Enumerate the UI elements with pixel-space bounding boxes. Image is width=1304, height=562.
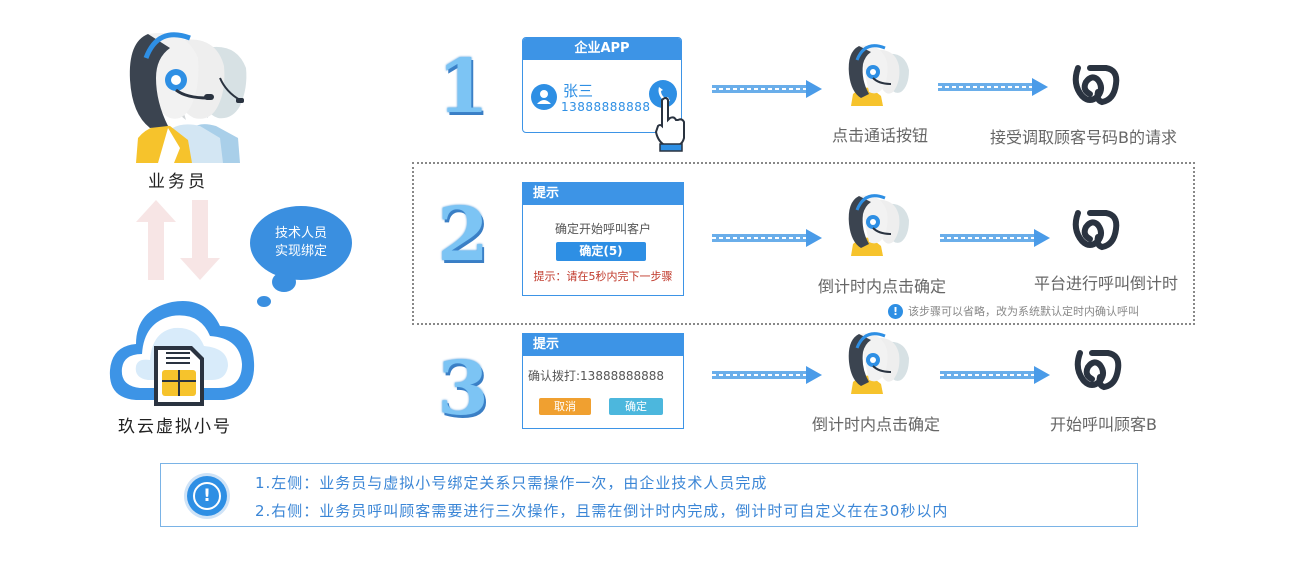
step-2-arrow-1 bbox=[712, 229, 822, 247]
step-3-arrow-2 bbox=[940, 366, 1050, 384]
info-icon: ! bbox=[888, 303, 903, 319]
step-1-card-title: 企业APP bbox=[523, 38, 681, 60]
step-2-tip: 提示：请在5秒内完下一步骤 bbox=[533, 270, 673, 283]
step-2-caption-left: 倒计时内点击确定 bbox=[818, 277, 947, 296]
step-3-message: 确认拨打:13888888888 bbox=[528, 369, 665, 383]
step-2-message: 确定开始呼叫客户 bbox=[554, 222, 651, 236]
speech-bubble: 技术人员 实现绑定 bbox=[250, 206, 352, 280]
step-2-footnote-text: 该步骤可以省略，改为系统默认定时内确认呼叫 bbox=[908, 305, 1139, 318]
step-3-platform-logo-icon bbox=[1070, 345, 1126, 397]
step-2-card: 提示 确定开始呼叫客户 确定(5) 提示：请在5秒内完下一步骤 bbox=[522, 182, 684, 296]
notice-line-2: 2.右侧：业务员呼叫顾客需要进行三次操作，且需在倒计时内完成，倒计时可自定义在在… bbox=[255, 502, 949, 520]
step-3-agent-icon bbox=[847, 330, 911, 398]
contact-phone: 13888888888 bbox=[561, 100, 651, 114]
step-1-caption-left: 点击通话按钮 bbox=[832, 126, 929, 145]
step-2-agent-icon bbox=[847, 192, 911, 260]
notice-box: ! 1.左侧：业务员与虚拟小号绑定关系只需操作一次，由企业技术人员完成 2.右侧… bbox=[160, 463, 1138, 527]
step-3-number: 3 bbox=[437, 346, 489, 432]
step-1-platform-logo-icon bbox=[1068, 60, 1124, 112]
step-2-card-title: 提示 bbox=[523, 183, 683, 205]
step-2-arrow-2 bbox=[940, 229, 1050, 247]
step-1-caption-right: 接受调取顾客号码B的请求 bbox=[990, 128, 1177, 147]
step-2-number: 2 bbox=[437, 192, 489, 278]
step-2-footnote: ! 该步骤可以省略，改为系统默认定时内确认呼叫 bbox=[888, 303, 1139, 319]
cloud-label: 玖云虚拟小号 bbox=[118, 417, 232, 437]
step-3-card-title: 提示 bbox=[523, 334, 683, 356]
bubble-dot-small bbox=[257, 296, 271, 307]
confirm-button[interactable]: 确定 bbox=[609, 398, 663, 415]
step-1-arrow-1 bbox=[712, 80, 822, 98]
bubble-line-2: 实现绑定 bbox=[274, 244, 327, 259]
step-2-dotted-frame bbox=[412, 162, 1195, 325]
step-3-card: 提示 确认拨打:13888888888 取消 确定 bbox=[522, 333, 684, 429]
step-3-arrow-1 bbox=[712, 366, 822, 384]
hand-pointer-icon bbox=[654, 97, 685, 152]
cloud-sim-icon bbox=[109, 301, 255, 406]
step-1-agent-icon bbox=[847, 42, 911, 110]
bubble-dot-large bbox=[272, 272, 296, 292]
bubble-line-1: 技术人员 bbox=[274, 226, 327, 241]
step-3-caption-right: 开始呼叫顾客B bbox=[1050, 415, 1157, 434]
contact-avatar-icon bbox=[531, 84, 557, 110]
exclamation-icon: ! bbox=[187, 476, 227, 516]
bidirectional-arrows-icon bbox=[136, 200, 220, 280]
confirm-countdown-button[interactable]: 确定(5) bbox=[556, 242, 646, 261]
cancel-button[interactable]: 取消 bbox=[539, 398, 591, 415]
step-1-number: 1 bbox=[437, 44, 489, 130]
agent-illustration bbox=[129, 32, 247, 163]
agent-label: 业务员 bbox=[148, 172, 208, 192]
step-1-arrow-2 bbox=[938, 78, 1048, 96]
step-2-platform-logo-icon bbox=[1068, 205, 1124, 257]
notice-line-1: 1.左侧：业务员与虚拟小号绑定关系只需操作一次，由企业技术人员完成 bbox=[255, 474, 768, 492]
step-2-caption-right: 平台进行呼叫倒计时 bbox=[1034, 274, 1179, 293]
step-3-caption-left: 倒计时内点击确定 bbox=[812, 415, 941, 434]
step-1-card: 企业APP 张三 13888888888 bbox=[522, 37, 682, 133]
contact-name: 张三 bbox=[563, 82, 594, 100]
